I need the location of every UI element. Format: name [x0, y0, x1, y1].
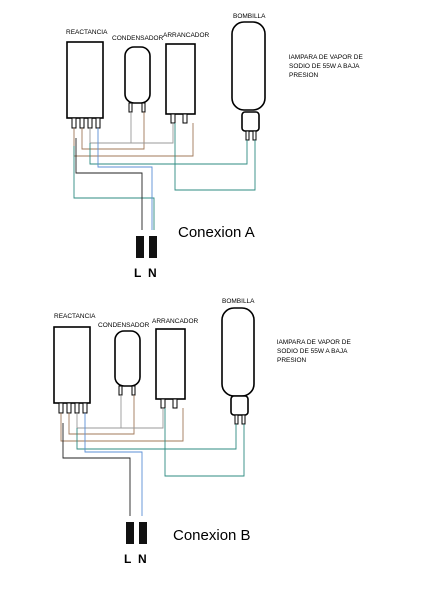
label-l-a: L [134, 266, 141, 280]
diagram-a: REACTANCIA CONDENSADOR ARRANCADOR BOMBIL… [66, 13, 363, 280]
wire-black-b [62, 423, 131, 516]
lamp-description-line1-b: lAMPARA DE VAPOR DE [277, 339, 351, 346]
wire-gray-b1 [76, 395, 122, 429]
label-condensador-a: CONDENSADOR [112, 35, 164, 42]
wire-gray-a2 [131, 123, 174, 144]
condensador-box-a [124, 46, 151, 104]
wire-black-a [75, 138, 143, 230]
wire-brown-b2 [68, 395, 135, 435]
arrancador-pin-b1 [160, 398, 166, 409]
label-condensador-b: CONDENSADOR [98, 322, 150, 329]
lamp-description-line2-b: SODIO DE 55W A BAJA [277, 348, 348, 355]
label-arrancador-a: ARRANCADOR [163, 32, 210, 39]
condensador-pin-b2 [131, 385, 136, 396]
plug-prong-n-a [149, 236, 157, 258]
reactancia-pin-b2 [66, 402, 72, 414]
label-n-a: N [148, 266, 157, 280]
wire-blue-b [84, 413, 143, 516]
reactancia-box-b [53, 326, 91, 404]
reactancia-pin-a4 [95, 117, 101, 129]
wire-gray-a1 [89, 112, 132, 144]
arrancador-pin-a1 [170, 113, 176, 124]
condensador-box-b [114, 330, 141, 387]
bombilla-pin-b2 [241, 414, 246, 425]
condensador-pin-b1 [118, 385, 123, 396]
label-reactancia-a: REACTANCIA [66, 29, 108, 36]
condensador-pin-a2 [141, 102, 146, 113]
reactancia-pin-a2 [79, 117, 85, 129]
bombilla-pin-b1 [234, 414, 239, 425]
bombilla-body-b [221, 307, 255, 397]
wire-green-a2 [89, 140, 248, 165]
label-l-b: L [124, 552, 131, 566]
bombilla-pin-a2 [252, 130, 257, 141]
lamp-description-line3-b: PRESION [277, 357, 307, 364]
arrancador-pin-b2 [172, 398, 178, 409]
plug-prong-n-b [139, 522, 147, 544]
lamp-description-line1-a: lAMPARA DE VAPOR DE [289, 54, 363, 61]
arrancador-box-b [155, 328, 186, 400]
plug-prong-l-b [126, 522, 134, 544]
wire-brown-a1 [73, 123, 194, 157]
label-bombilla-a: BOMBILLA [233, 13, 266, 20]
condensador-pin-a1 [128, 102, 133, 113]
arrancador-pin-a2 [182, 113, 188, 124]
plug-prong-l-a [136, 236, 144, 258]
reactancia-pin-b4 [82, 402, 88, 414]
wire-green-b1 [76, 424, 237, 450]
arrancador-box-a [165, 43, 196, 115]
conexion-a-title: Conexion A [178, 224, 255, 241]
conexion-b-title: Conexion B [173, 527, 251, 544]
reactancia-box-a [66, 41, 104, 119]
wire-green-b2 [164, 408, 245, 477]
wire-gray-b2 [121, 408, 164, 429]
reactancia-pin-a3 [87, 117, 93, 129]
reactancia-pin-b1 [58, 402, 64, 414]
label-n-b: N [138, 552, 147, 566]
label-arrancador-b: ARRANCADOR [152, 318, 199, 325]
label-reactancia-b: REACTANCIA [54, 313, 96, 320]
reactancia-pin-b3 [74, 402, 80, 414]
wire-green-a1 [73, 146, 155, 230]
bombilla-socket-b [230, 395, 249, 416]
bombilla-socket-a [241, 111, 260, 132]
label-bombilla-b: BOMBILLA [222, 298, 255, 305]
diagram-b: REACTANCIA CONDENSADOR ARRANCADOR BOMBIL… [53, 298, 351, 566]
lamp-description-line2-a: SODIO DE 55W A BAJA [289, 63, 360, 70]
bombilla-body-a [231, 21, 266, 111]
reactancia-pin-a1 [71, 117, 77, 129]
wire-brown-b1 [60, 408, 184, 442]
wire-green-a3 [174, 123, 256, 191]
lamp-description-line3-a: PRESION [289, 72, 319, 79]
bombilla-pin-a1 [245, 130, 250, 141]
wire-brown-a2 [81, 112, 145, 150]
wire-blue-a [97, 128, 153, 230]
